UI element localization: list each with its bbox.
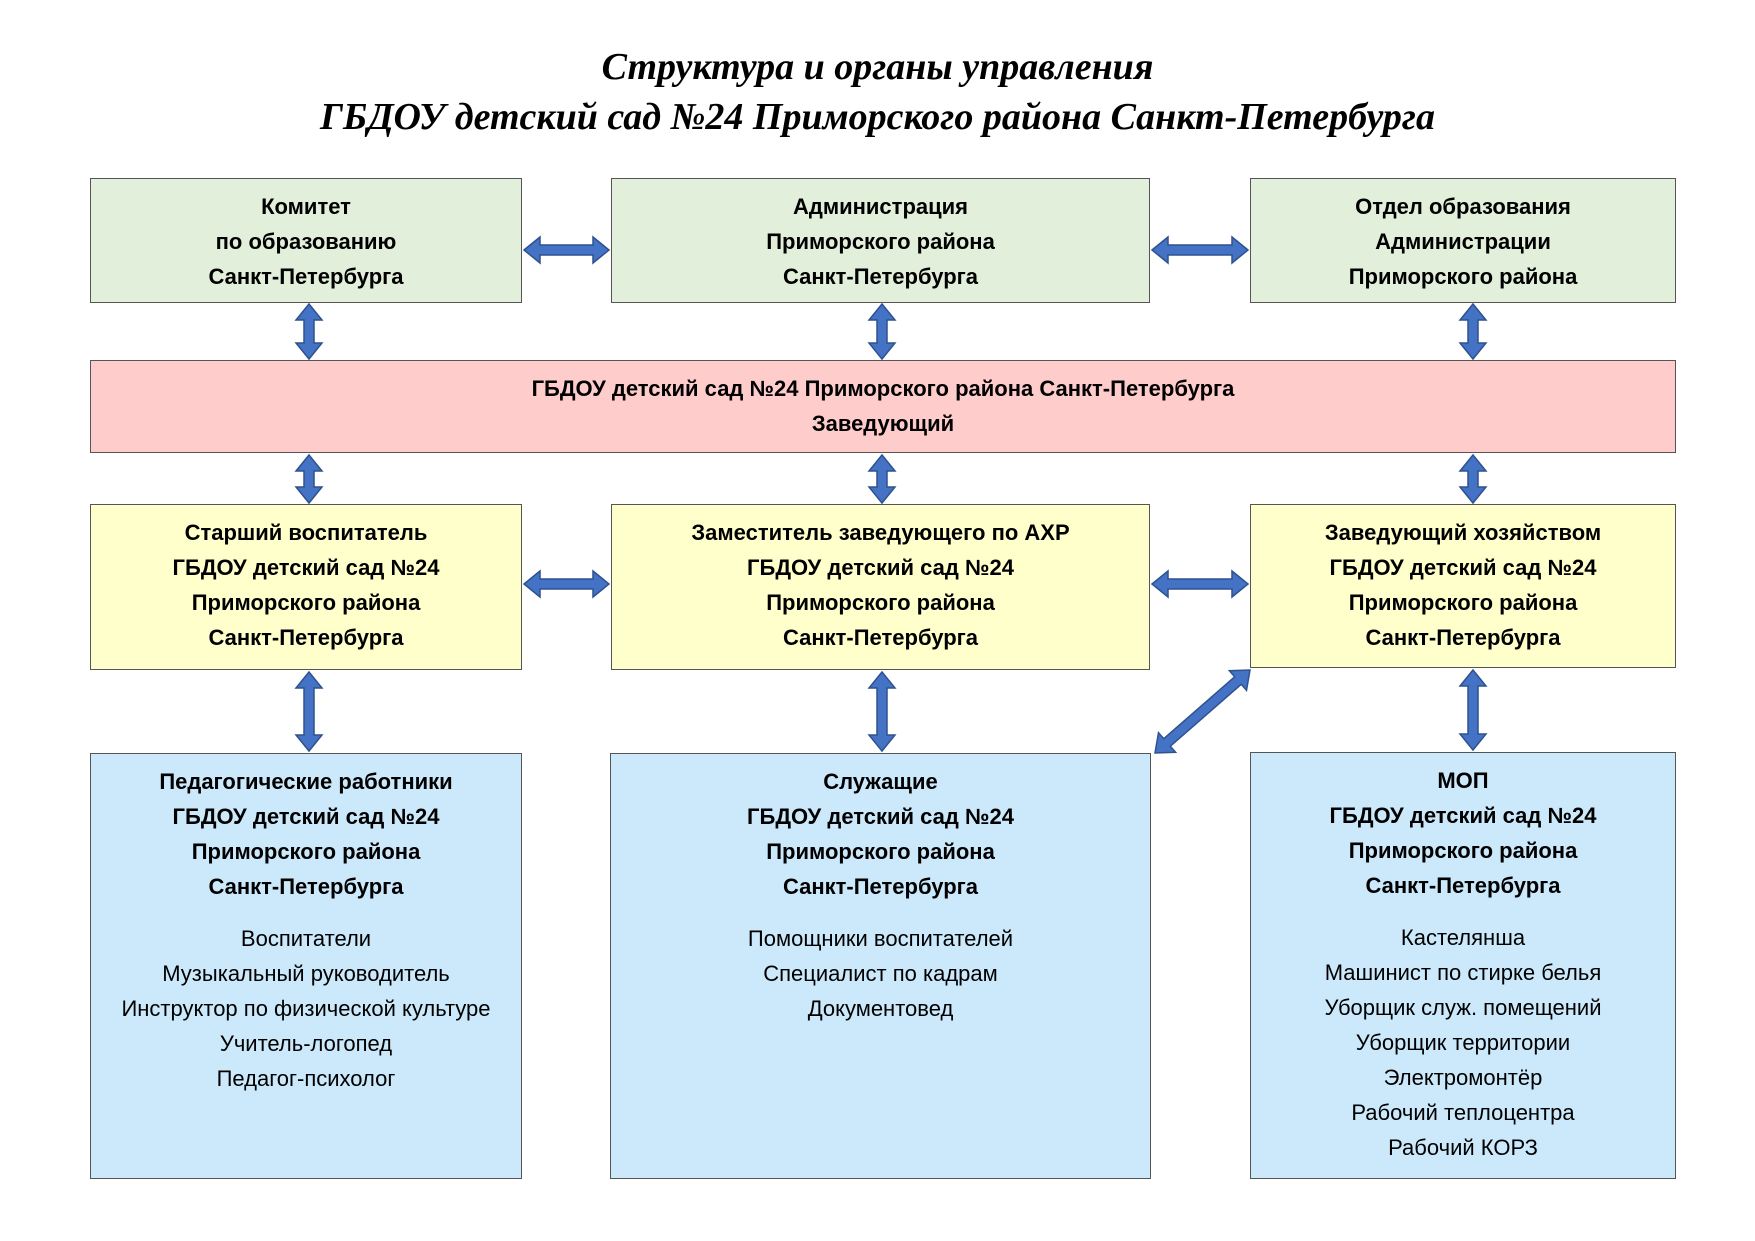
node-education-dept-line: Отдел образования — [1355, 194, 1571, 219]
node-head-line: ГБДОУ детский сад №24 Приморского района… — [531, 376, 1235, 401]
node-education-dept-line: Приморского района — [1348, 264, 1578, 289]
arrow-head-deputy-ahr — [867, 453, 897, 505]
node-deputy-ahr-line: Санкт-Петербурга — [782, 625, 979, 650]
node-administration-line: Приморского района — [766, 229, 995, 254]
node-deputy-ahr-line: ГБДОУ детский сад №24 — [747, 555, 1014, 580]
node-head-line: Заведующий — [811, 411, 955, 436]
node-senior-teacher-line: Старший воспитатель — [184, 520, 428, 545]
node-mop: МОП ГБДОУ детский сад №24 Приморского ра… — [1250, 752, 1676, 1179]
node-teachers-header-line: Педагогические работники — [159, 769, 453, 794]
node-employees-item: Помощники воспитателей — [747, 926, 1014, 951]
node-committee: Комитет по образованию Санкт-Петербурга — [90, 178, 522, 303]
node-committee-line: Комитет — [261, 194, 351, 219]
node-employees-header-line: ГБДОУ детский сад №24 — [747, 804, 1014, 829]
node-mop-item: Электромонтёр — [1383, 1065, 1543, 1090]
node-housekeeper-line: Санкт-Петербурга — [1365, 625, 1561, 650]
node-deputy-ahr: Заместитель заведующего по АХР ГБДОУ дет… — [611, 504, 1150, 670]
node-housekeeper-line: ГБДОУ детский сад №24 — [1329, 555, 1597, 580]
chart-title-line-1: Структура и органы управления — [601, 46, 1154, 88]
arrow-head-senior-teacher — [294, 453, 324, 505]
node-employees: Служащие ГБДОУ детский сад №24 Приморско… — [610, 753, 1151, 1179]
node-mop-item: Уборщик служ. помещений — [1324, 995, 1602, 1020]
arrow-senior-teacher-deputy-ahr — [522, 569, 611, 599]
node-education-dept-line: Администрации — [1375, 229, 1551, 254]
node-mop-item: Рабочий теплоцентра — [1351, 1100, 1575, 1125]
node-mop-item: Рабочий КОРЗ — [1388, 1135, 1538, 1160]
node-senior-teacher-line: Приморского района — [191, 590, 421, 615]
arrow-committee-head — [294, 302, 324, 361]
node-mop-header-line: Санкт-Петербурга — [1365, 873, 1561, 898]
node-senior-teacher-line: ГБДОУ детский сад №24 — [172, 555, 440, 580]
node-teachers-header-line: Приморского района — [191, 839, 421, 864]
node-teachers-item: Музыкальный руководитель — [162, 961, 450, 986]
arrow-senior-teacher-teachers — [294, 670, 324, 753]
node-housekeeper-line: Приморского района — [1348, 590, 1578, 615]
node-teachers-header-line: Санкт-Петербурга — [208, 874, 404, 899]
node-mop-item: Уборщик территории — [1355, 1030, 1571, 1055]
node-committee-line: по образованию — [215, 229, 397, 254]
node-education-dept: Отдел образования Администрации Приморск… — [1250, 178, 1676, 303]
node-teachers-item: Педагог-психолог — [216, 1066, 396, 1091]
arrow-administration-head — [867, 302, 897, 361]
node-teachers-header-line: ГБДОУ детский сад №24 — [172, 804, 440, 829]
node-mop-header-line: ГБДОУ детский сад №24 — [1329, 803, 1597, 828]
node-teachers: Педагогические работники ГБДОУ детский с… — [90, 753, 522, 1179]
node-employees-item: Документовед — [807, 996, 954, 1021]
node-committee-line: Санкт-Петербурга — [208, 264, 404, 289]
chart-title-line-2: ГБДОУ детский сад №24 Приморского района… — [320, 96, 1435, 138]
node-head: ГБДОУ детский сад №24 Приморского района… — [90, 360, 1676, 453]
node-employees-header-line: Приморского района — [766, 839, 995, 864]
node-mop-item: Кастелянша — [1400, 925, 1526, 950]
node-employees-header-line: Служащие — [823, 769, 938, 794]
arrow-deputy-ahr-employees — [867, 670, 897, 753]
node-mop-header-line: Приморского района — [1348, 838, 1578, 863]
arrow-administration-education-dept — [1150, 235, 1250, 265]
arrow-committee-administration — [522, 235, 611, 265]
node-senior-teacher-line: Санкт-Петербурга — [208, 625, 404, 650]
arrow-head-housekeeper — [1458, 453, 1488, 505]
node-deputy-ahr-line: Приморского района — [766, 590, 995, 615]
node-housekeeper-line: Заведующий хозяйством — [1324, 520, 1602, 545]
arrow-deputy-ahr-housekeeper — [1150, 569, 1250, 599]
node-deputy-ahr-line: Заместитель заведующего по АХР — [691, 520, 1070, 545]
node-housekeeper: Заведующий хозяйством ГБДОУ детский сад … — [1250, 504, 1676, 668]
node-administration: Администрация Приморского района Санкт-П… — [611, 178, 1150, 303]
node-employees-item: Специалист по кадрам — [763, 961, 998, 986]
arrow-housekeeper-employees — [1154, 669, 1251, 754]
arrow-housekeeper-mop — [1458, 668, 1488, 752]
node-administration-line: Санкт-Петербурга — [782, 264, 979, 289]
node-teachers-item: Воспитатели — [240, 926, 372, 951]
node-administration-line: Администрация — [792, 194, 969, 219]
node-employees-header-line: Санкт-Петербурга — [782, 874, 979, 899]
node-teachers-item: Учитель-логопед — [219, 1031, 393, 1056]
node-senior-teacher: Старший воспитатель ГБДОУ детский сад №2… — [90, 504, 522, 670]
arrow-education-dept-head — [1458, 302, 1488, 361]
node-mop-item: Машинист по стирке белья — [1324, 960, 1602, 985]
node-teachers-item: Инструктор по физической культуре — [121, 996, 491, 1021]
node-mop-header-line: МОП — [1437, 768, 1489, 793]
